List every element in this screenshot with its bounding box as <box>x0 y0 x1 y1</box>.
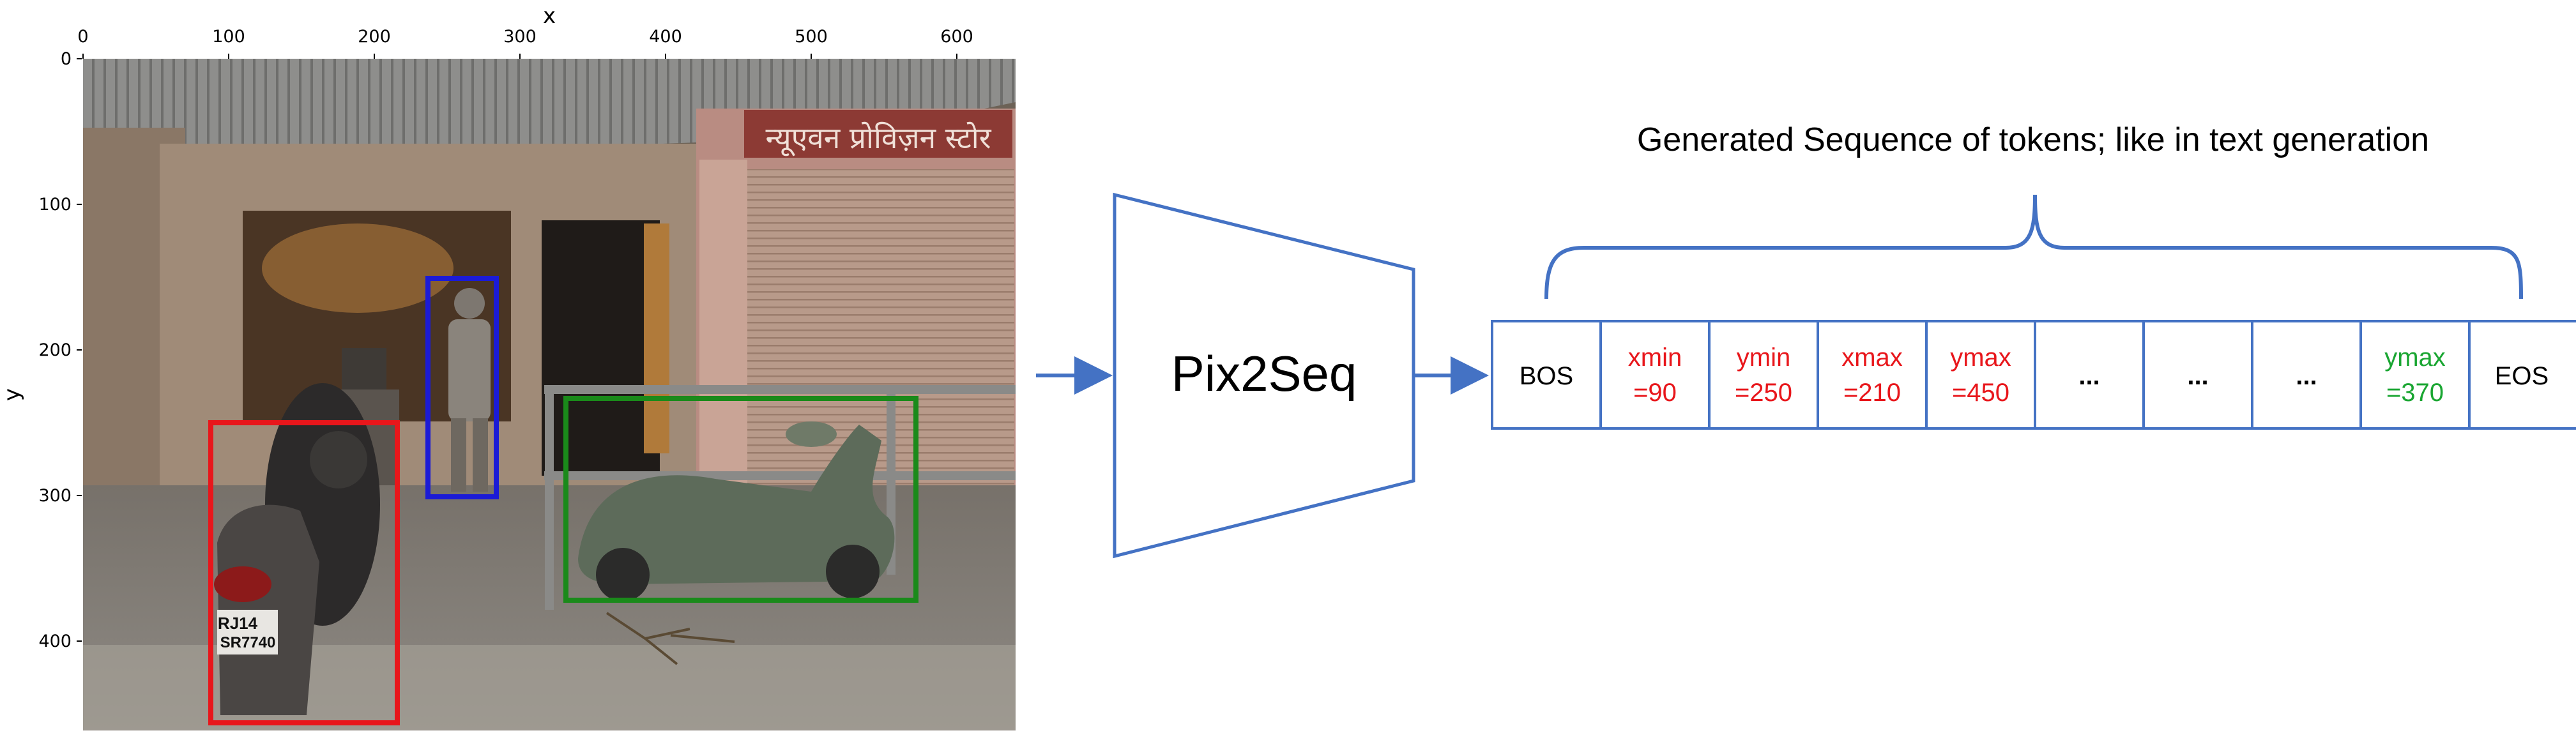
bbox-person <box>425 276 499 499</box>
bbox-motorcycle <box>208 420 400 725</box>
x-tick-label: 0 <box>77 27 88 47</box>
token-cell <box>1925 320 2036 430</box>
token-xmin-label: xmin <box>1628 344 1682 372</box>
bbox-scooter <box>563 396 918 603</box>
motorcycle-figure: RJ14 SR7740 <box>214 383 380 715</box>
x-tick-label: 500 <box>795 27 828 47</box>
token-ellipsis: ... <box>2078 362 2100 390</box>
token-ymax-value: =450 <box>1952 379 2009 407</box>
model-label: Pix2Seq <box>1171 345 1357 402</box>
y-ticks <box>77 58 82 642</box>
token-cell <box>2468 320 2576 430</box>
token-cell <box>1708 320 1819 430</box>
y-tick-label: 300 <box>38 486 72 506</box>
sequence-title: Generated Sequence of tokens; like in te… <box>1637 121 2429 158</box>
x-tick-label: 600 <box>940 27 973 47</box>
token-bos: BOS <box>1520 362 1573 390</box>
token-ymin-label: ymin <box>1737 344 1790 372</box>
token-ymin-value: =250 <box>1735 379 1792 407</box>
token-cell <box>2359 320 2471 430</box>
shop-sign: न्यूएवन प्रोविज़न स्टोर <box>765 121 991 156</box>
token-cell <box>1599 320 1711 430</box>
token-cell <box>1491 320 1602 430</box>
scooter-figure <box>578 421 895 601</box>
license-plate-line1: RJ14 <box>218 614 258 633</box>
token-xmin-value: =90 <box>1633 379 1677 407</box>
x-ticks <box>82 54 957 59</box>
token-ymax-green-value: =370 <box>2386 379 2444 407</box>
x-tick-label: 400 <box>649 27 682 47</box>
y-tick-label: 0 <box>61 49 72 69</box>
token-cell <box>2034 320 2145 430</box>
token-ymax-green-label: ymax <box>2384 344 2446 372</box>
token-cell <box>2142 320 2253 430</box>
token-xmax-label: xmax <box>1841 344 1903 372</box>
metal-railing <box>544 385 1016 610</box>
token-ellipsis: ... <box>2296 362 2317 390</box>
token-cell <box>1817 320 1928 430</box>
token-ymax-label: ymax <box>1950 344 2011 372</box>
y-axis-title: y <box>0 388 25 401</box>
plot-axes: x y 0 100 200 300 400 500 600 0 100 200 <box>0 3 973 651</box>
y-tick-label: 100 <box>38 195 72 215</box>
x-tick-label: 100 <box>212 27 245 47</box>
street-photo: न्यूएवन प्रोविज़न स्टोर <box>83 59 1016 730</box>
x-tick-label: 200 <box>358 27 391 47</box>
token-xmax-value: =210 <box>1843 379 1901 407</box>
y-tick-label: 400 <box>38 632 72 651</box>
token-ellipsis: ... <box>2187 362 2208 390</box>
sequence-brace <box>1544 194 2523 299</box>
license-plate-line2: SR7740 <box>220 634 276 651</box>
x-tick-label: 300 <box>503 27 537 47</box>
bounding-boxes <box>208 276 918 725</box>
y-tick-label: 200 <box>38 340 72 360</box>
x-axis-title: x <box>543 3 556 29</box>
person-figure <box>448 288 491 492</box>
token-eos: EOS <box>2495 362 2549 390</box>
pix2seq-model: Pix2Seq <box>1113 192 1415 559</box>
token-sequence: BOS ... ... ... EOS xmin =90 ymin =250 x… <box>1491 320 2576 430</box>
